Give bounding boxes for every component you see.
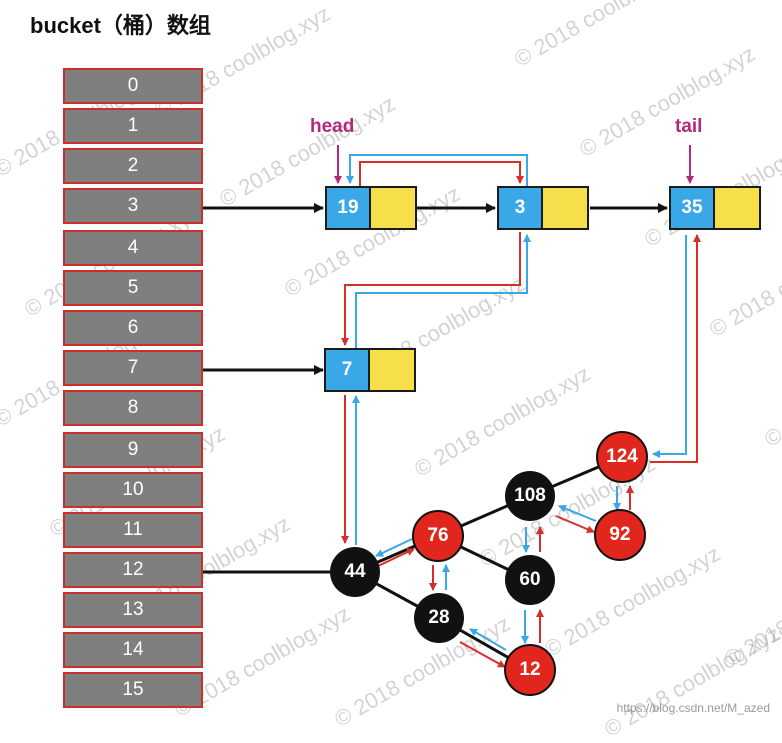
before-link-3-19 [346,154,528,186]
node-key: 19 [325,186,371,230]
bucket-cell: 6 [63,310,203,346]
bucket-cell: 14 [63,632,203,668]
prev-arrow-76-44 [375,538,413,557]
bucket-cell: 15 [63,672,203,708]
tree-node-12-circle [504,644,556,696]
tree-node-108-circle [505,471,555,521]
source-credit: https://blog.csdn.net/M_azed [616,701,770,715]
node-next-slot [371,186,417,230]
bucket-cell: 11 [63,512,203,548]
before-link-7-3 [355,234,531,348]
bucket-cell: 7 [63,350,203,386]
tree-node-60-label: 60 [519,569,541,590]
head-label: head [310,116,355,137]
bucket-cell: 10 [63,472,203,508]
tree-node-124-circle [596,431,648,483]
tree-node-92-circle [594,509,646,561]
bucket-cell: 9 [63,432,203,468]
next-arrow-44-76 [377,548,415,567]
diagram-connectors [203,145,701,696]
tree-node-44-label: 44 [344,561,366,582]
node-next-slot [370,348,416,392]
tail-label: tail [675,116,703,137]
bucket-cell: 4 [63,230,203,266]
bucket-cell: 8 [63,390,203,426]
tree-node-76-label: 76 [427,525,449,546]
bucket-cell: 5 [63,270,203,306]
node-next-slot [715,186,761,230]
tree-node-28-label: 28 [428,607,450,628]
tree-node-92-label: 92 [609,524,631,545]
after-link-124-35 [650,234,701,463]
tree-node-12-label: 12 [519,659,541,680]
page-title: bucket（桶）数组 [30,13,211,38]
prev-arrow-12-28 [469,628,507,651]
after-link-19-3 [359,161,524,186]
next-arrow-28-12 [459,641,506,668]
tree-node-108-label: 108 [514,485,546,506]
prev-arrow-92-108 [558,504,597,522]
tree-node-28-circle [414,593,464,643]
bucket-cell: 13 [63,592,203,628]
node-next-slot [543,186,589,230]
bucket-cell: 3 [63,188,203,224]
bucket-cell: 2 [63,148,203,184]
next-arrow-108-92 [555,515,595,533]
node-key: 7 [324,348,370,392]
node-key: 35 [669,186,715,230]
bucket-cell: 0 [63,68,203,104]
bucket-cell: 1 [63,108,203,144]
after-link-3-7 [341,232,521,346]
tree-node-60-circle [505,555,555,605]
tree-node-124-label: 124 [606,446,638,467]
node-key: 3 [497,186,543,230]
before-link-35-124 [652,235,687,458]
tree-node-44-circle [330,547,380,597]
bucket-cell: 12 [63,552,203,588]
tree-node-76-circle [412,510,464,562]
